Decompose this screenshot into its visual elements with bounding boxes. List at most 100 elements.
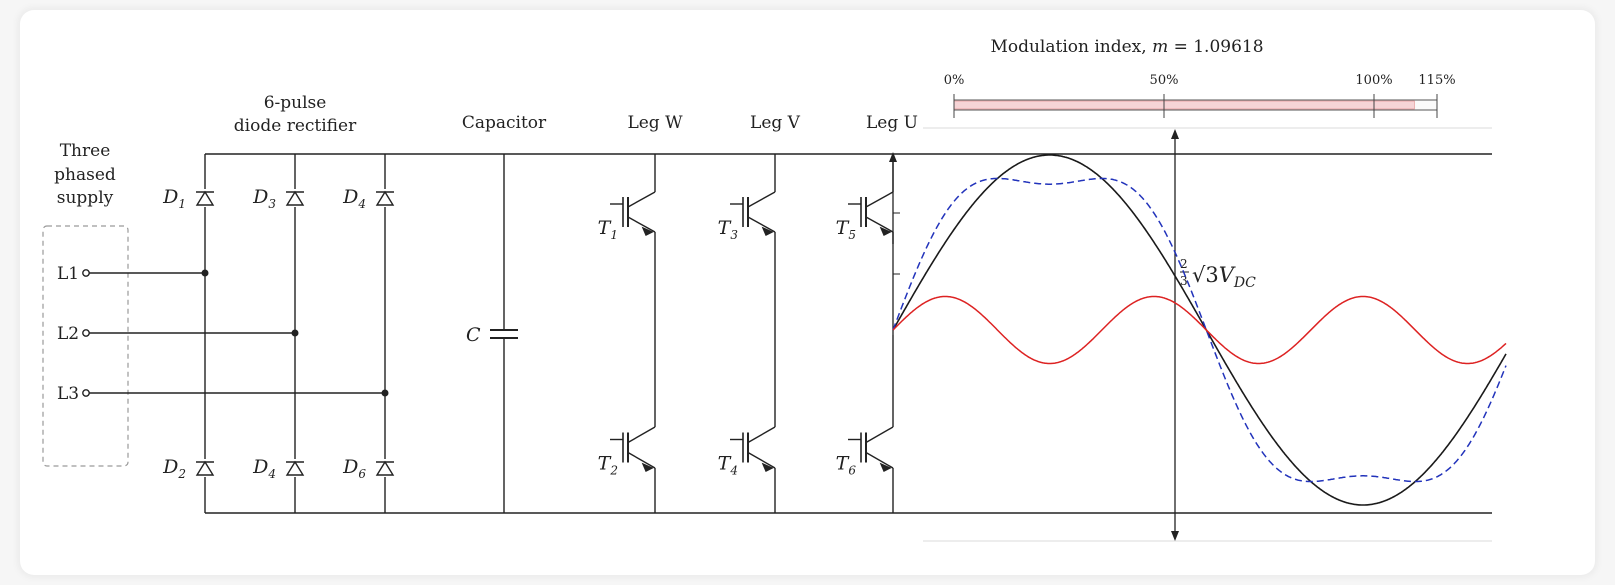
waveform-modulated [892,177,1507,483]
transistor-emitter [865,451,894,469]
capacitor-symbol: C [466,324,481,346]
transistor-label-3-sym: T [836,217,850,239]
phase-label-l1: L1 [57,264,79,284]
diode-label-1-sym: D [162,186,178,208]
dc-voltage-label: √3VDC [1192,263,1256,291]
transistor-collector [747,191,776,208]
transistor-label-6-sym: T [836,453,850,475]
diode-triangle [285,460,305,476]
transistor-label-5: T4 [718,453,738,478]
phase-wires [89,272,385,394]
diode-label-5-sym: D [252,456,268,478]
terminal-l3 [82,389,90,397]
transistor-emitter [747,216,776,233]
diode-triangle [375,460,395,476]
diode-label-3: D4 [342,186,366,211]
diode-label-6-sym: D [342,456,358,478]
transistor-label-3-sub: 5 [848,228,856,242]
transistor-label-4-sub: 2 [609,464,618,478]
diode-label-1: D1 [162,186,186,211]
terminal-l1 [82,269,90,277]
diode-triangle [285,190,305,206]
modulation-title-var: m [1152,37,1168,57]
amplitude-arrow-bottom [1171,531,1179,541]
transistor-label-5-sym: T [718,453,732,475]
capacitor [490,154,518,513]
diode-triangle [195,460,215,476]
diode-label-5-sub: 4 [267,467,276,481]
dc-fraction-numerator: 2 [1180,257,1188,271]
waveform-plot: 2 3 √3VDC [889,129,1507,541]
dc-var: V [1219,263,1236,287]
modulation-bar-fill [953,100,1415,110]
diode-6: D6 [342,456,395,481]
diode-label-5: D4 [252,456,276,481]
terminal-l2 [82,329,90,337]
transistor-collector [627,426,656,444]
rectifier-columns [204,154,386,513]
transistor-2 [730,180,776,244]
diode-3: D4 [342,186,395,211]
modulation-tick-label-2: 100% [1355,73,1392,88]
transistor-collector [865,191,894,208]
diode-triangle [195,190,215,206]
diode-label-6-sub: 6 [358,467,366,481]
transistor-arrow [879,462,892,472]
transistor-label-5-sub: 4 [729,464,738,478]
inverter-diagram: Three phased supply L1 L2 L3 6-pulse dio… [42,37,1507,542]
modulation-title: Modulation index, m = 1.09618 [990,37,1263,57]
modulation-tick-label-1: 50% [1150,73,1179,88]
diode-triangle [375,190,395,206]
transistor-4 [610,415,656,480]
transistor-arrow [641,226,654,236]
modulation-title-prefix: Modulation index, [990,37,1152,57]
transistor-label-2-sub: 3 [730,228,738,242]
modulation-title-eq: = 1.09618 [1168,37,1263,57]
modulation-bar-ticks: 0%50%100%115% [944,73,1456,118]
transistor-label-1: T1 [598,217,618,242]
leg-w-label: Leg W [627,113,683,133]
transistor-emitter [865,216,894,233]
diode-2: D3 [252,186,305,211]
phase-label-l3: L3 [57,384,79,404]
leg-u-label: Leg U [866,113,918,133]
waveform-fundamental [892,154,1507,506]
diode-4: D2 [162,456,215,481]
supply-label-line1: Three [60,141,111,161]
transistor-6 [848,415,894,480]
phase-terminals [82,269,90,397]
transistor-arrow [761,226,774,236]
diode-label-4: D2 [162,456,186,481]
transistor-5 [730,415,776,480]
transistor-emitter [747,451,776,469]
amplitude-arrow-top [1171,129,1179,139]
transistor-label-4-sym: T [598,453,612,475]
diode-label-2-sym: D [252,186,268,208]
transistor-label-2: T3 [718,217,739,242]
supply-label-line3: supply [57,188,114,208]
diode-label-1-sub: 1 [178,197,186,211]
diode-label-3-sub: 4 [357,197,366,211]
diode-label-4-sym: D [162,456,178,478]
transistor-collector [627,191,656,208]
leg-v-label: Leg V [750,113,801,133]
transistor-arrow [879,226,892,236]
modulation-tick-label-3: 115% [1418,73,1455,88]
diode-label-2: D3 [252,186,276,211]
rectifier-label-line2: diode rectifier [234,116,357,136]
transistor-label-1-sym: T [598,217,612,239]
transistor-label-3: T5 [836,217,856,242]
waveform-third_harmonic [892,295,1507,365]
transistor-emitter [627,451,656,469]
diode-label-6: D6 [342,456,366,481]
transistor-emitter [627,216,656,233]
transistor-collector [865,426,894,444]
transistor-label-6-sub: 6 [848,464,856,478]
transistor-collector [747,426,776,444]
diode-label-2-sub: 3 [268,197,276,211]
dc-rails [205,153,1492,514]
transistor-arrow [641,462,654,472]
